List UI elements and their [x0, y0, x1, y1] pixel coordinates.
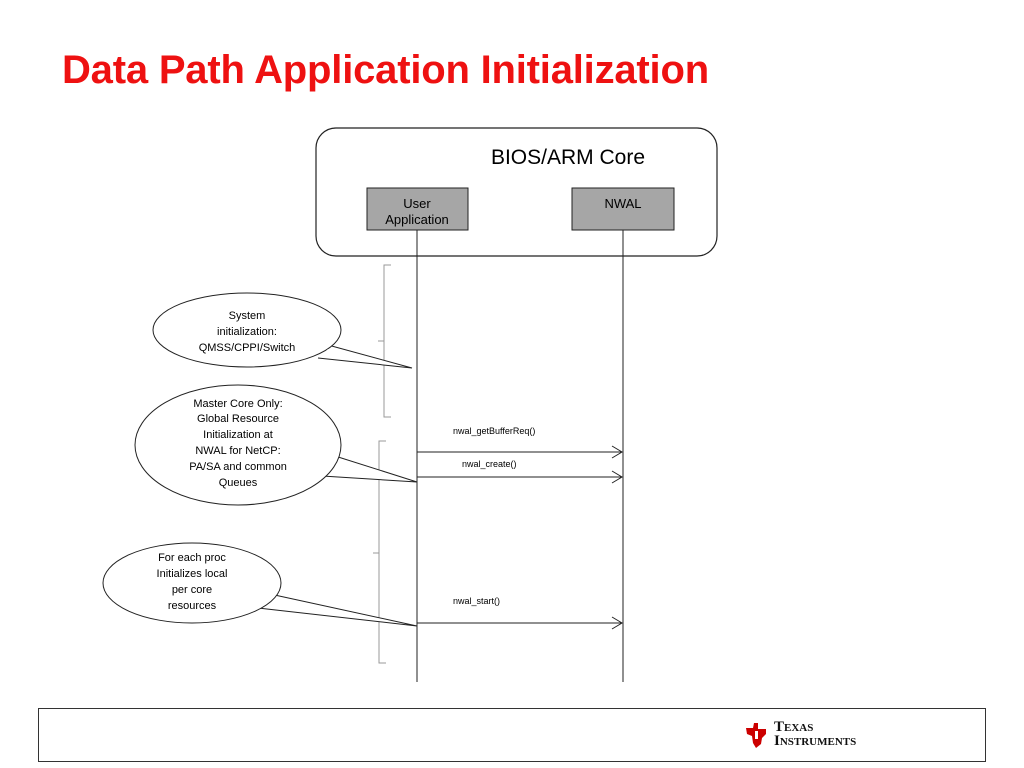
core-box-label: BIOS/ARM Core [491, 146, 645, 169]
message-get-buffer-req: nwal_getBufferReq() [417, 426, 623, 459]
user-application-label-2: Application [385, 212, 449, 227]
nwal-label: NWAL [604, 196, 641, 211]
texas-instruments-logo: Texas Instruments [744, 718, 884, 754]
callout-per-core-line-1: For each proc [158, 552, 226, 564]
callout-master-core-line-4: NWAL for NetCP: [195, 445, 280, 457]
message-create-label: nwal_create() [462, 459, 517, 469]
message-start-label: nwal_start() [453, 596, 500, 606]
ti-wordmark-line-2: Instruments [774, 733, 857, 749]
ti-chip-icon [746, 723, 766, 748]
callout-master-core-line-2: Global Resource [197, 413, 279, 425]
callout-per-core: For each proc Initializes local per core… [102, 542, 418, 627]
callout-per-core-line-2: Initializes local [157, 568, 228, 580]
footer-bar [38, 708, 986, 762]
message-create: nwal_create() [417, 459, 623, 484]
message-get-buffer-req-label: nwal_getBufferReq() [453, 426, 535, 436]
sequence-diagram: BIOS/ARM Core User Application NWAL Syst… [102, 127, 718, 682]
callout-per-core-line-4: resources [168, 600, 217, 612]
message-start: nwal_start() [417, 596, 623, 630]
ti-wordmark: Texas Instruments [774, 719, 857, 749]
callout-system-init-line-1: System [229, 310, 266, 322]
callout-master-core-line-6: Queues [219, 477, 258, 489]
callout-master-core-line-5: PA/SA and common [189, 461, 287, 473]
callout-master-core-line-3: Initialization at [203, 429, 273, 441]
callout-master-core-line-1: Master Core Only: [193, 398, 282, 410]
user-application-label-1: User [403, 196, 431, 211]
callout-system-init-line-2: initialization: [217, 326, 277, 338]
callout-system-init-line-3: QMSS/CPPI/Switch [199, 342, 296, 354]
callout-master-core: Master Core Only: Global Resource Initia… [134, 384, 418, 506]
nwal-box [571, 187, 675, 231]
ti-wordmark-line-1: Texas [774, 719, 814, 735]
phase-bracket-nwal-init [373, 440, 386, 664]
callout-system-init: System initialization: QMSS/CPPI/Switch [152, 292, 413, 369]
callout-per-core-line-3: per core [172, 584, 212, 596]
phase-bracket-system-init [378, 264, 391, 418]
page-title: Data Path Application Initialization [62, 48, 709, 92]
